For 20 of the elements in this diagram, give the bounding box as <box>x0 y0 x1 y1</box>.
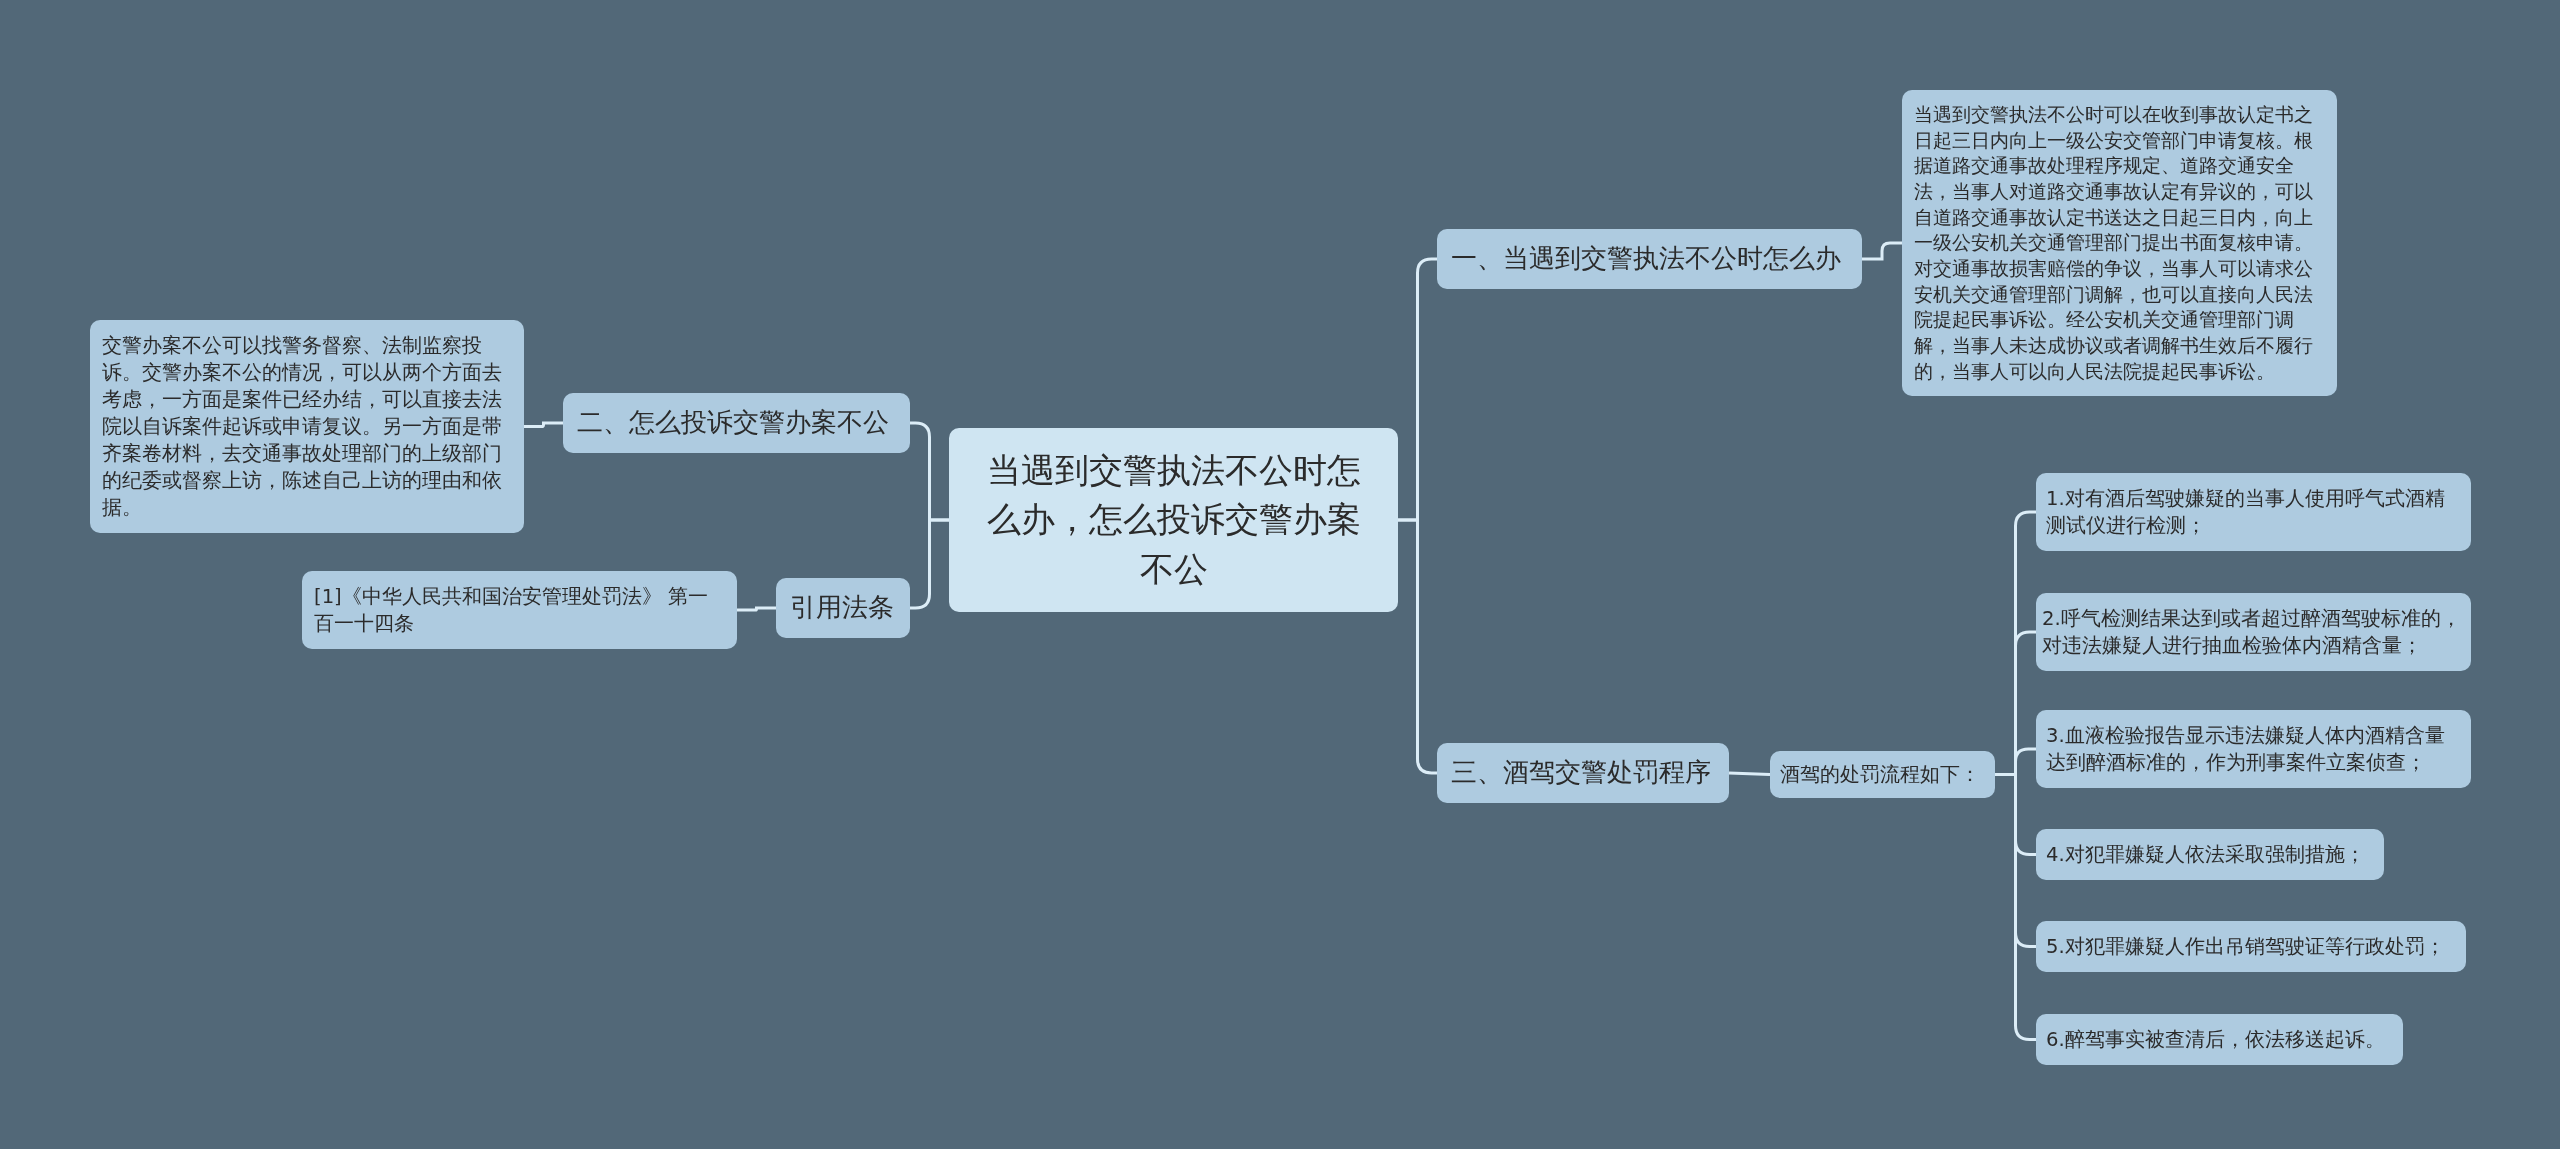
center-topic-box: 当遇到交警执法不公时怎么办，怎么投诉交警办案不公 <box>949 428 1398 612</box>
step-box: 5.对犯罪嫌疑人作出吊销驾驶证等行政处罚； <box>2036 921 2466 973</box>
connector-line <box>1862 241 1902 261</box>
connector-line <box>1728 771 1771 776</box>
note-box: 交警办案不公可以找警务督察、法制监察投诉。交警办案不公的情况，可以从两个方面去考虑，一方面是案件已经办结，可以直接去法院以自诉案件起诉或申请复议。另一方面是带齐案卷材料，去交通事故处理部门的上级部门的纪委或督察上访，陈述自己上访的理由和依据。 <box>90 320 524 534</box>
branch-topic-box: 二、怎么投诉交警办案不公 <box>563 393 910 453</box>
connector-line <box>1995 773 2036 1041</box>
branch-topic-box: 一、当遇到交警执法不公时怎么办 <box>1437 229 1862 289</box>
connector-line <box>737 606 776 612</box>
note-box: [1]《中华人民共和国治安管理处罚法》 第一百一十四条 <box>302 571 737 650</box>
step-box: 2.呼气检测结果达到或者超过醉酒驾驶标准的，对违法嫌疑人进行抽血检验体内酒精含量； <box>2036 593 2471 672</box>
note-box: 当遇到交警执法不公时可以在收到事故认定书之日起三日内向上一级公安交管部门申请复核。根据道路交通事故处理程序规定、道路交通安全法，当事人对道路交通事故认定有异议的，可以自道路交通事故认定书送达之日起三日内，向上一级公安机关交通管理部门提出书面复核申请。对交通事故损害赔偿的争议，当事人可以请求公安机关交通管理部门调解，也可以直接向人民法院提起民事诉讼。经公安机关交通管理部门调解，当事人未达成协议或者调解书生效后不履行的，当事人可以向人民法院提起民事诉讼。 <box>1902 90 2337 397</box>
step-box: 1.对有酒后驾驶嫌疑的当事人使用呼气式酒精测试仪进行检测； <box>2036 473 2471 552</box>
branch-topic-box: 引用法条 <box>776 578 910 638</box>
subtopic-box: 酒驾的处罚流程如下： <box>1770 751 1995 799</box>
step-box: 3.血液检验报告显示违法嫌疑人体内酒精含量达到醉酒标准的，作为刑事案件立案侦查； <box>2036 710 2471 789</box>
step-box: 6.醉驾事实被查清后，依法移送起诉。 <box>2036 1014 2403 1066</box>
step-box: 4.对犯罪嫌疑人依法采取强制措施； <box>2036 829 2384 881</box>
branch-topic-box: 三、酒驾交警处罚程序 <box>1437 743 1729 803</box>
connector-line <box>524 421 563 429</box>
